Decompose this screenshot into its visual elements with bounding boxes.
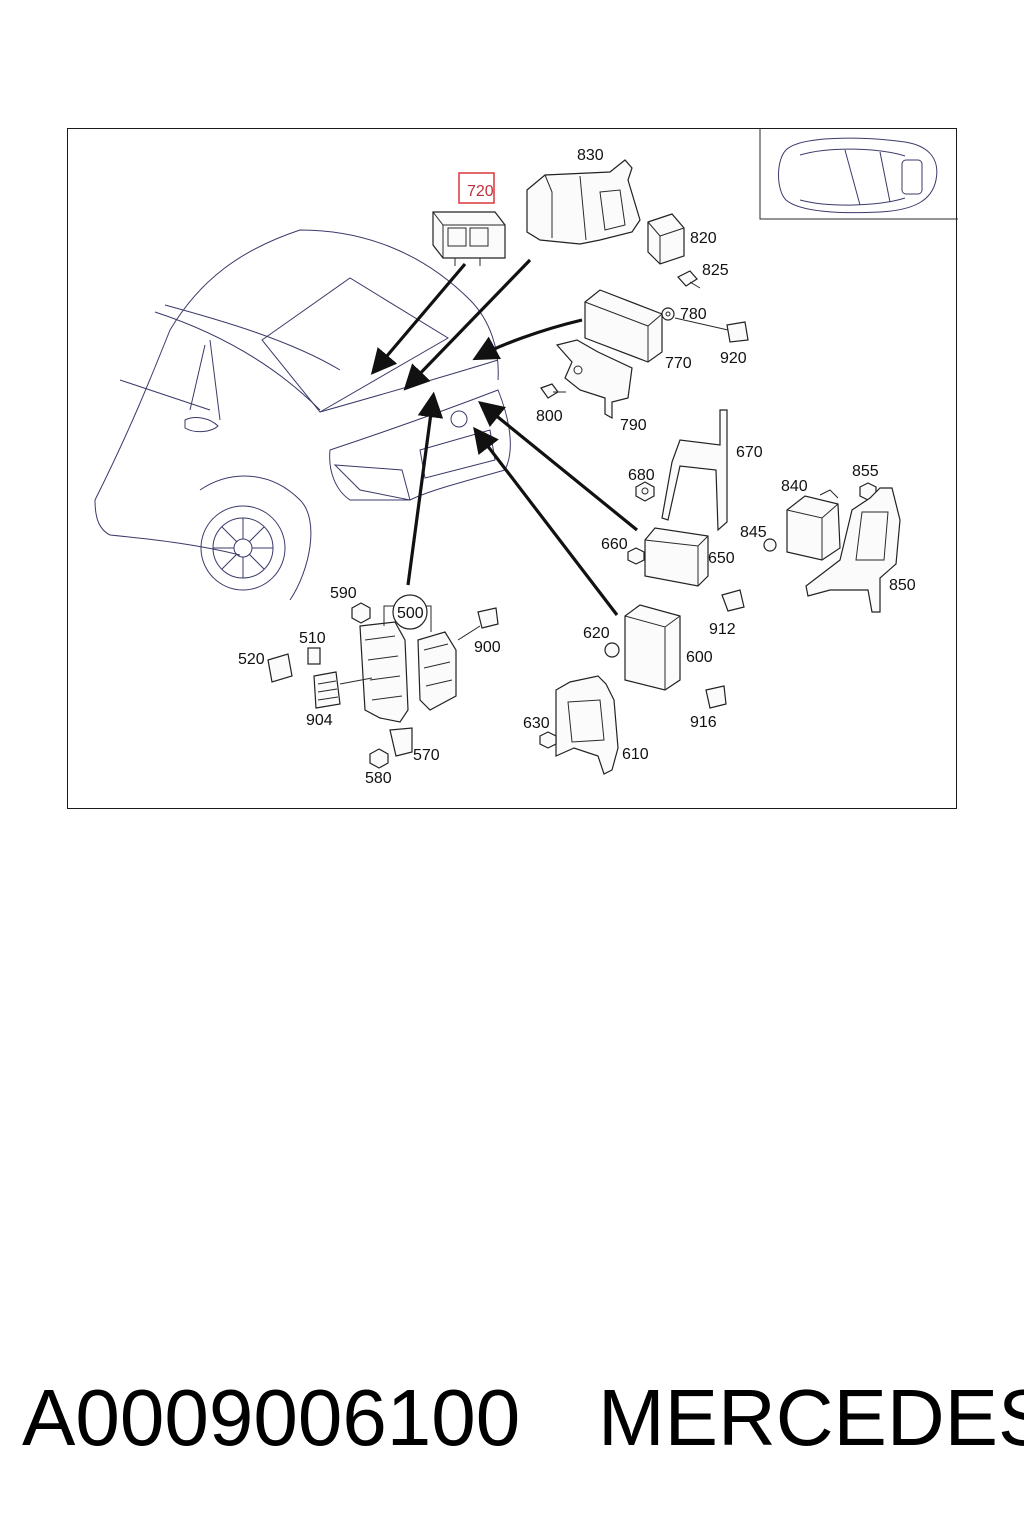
part-number: A0009006100 (22, 1373, 521, 1462)
label-670[interactable]: 670 (736, 444, 763, 461)
label-680[interactable]: 680 (628, 467, 655, 484)
car-rear-outline (94, 229, 511, 601)
label-904[interactable]: 904 (306, 712, 333, 729)
label-660[interactable]: 660 (601, 536, 628, 553)
part-610-bracket[interactable] (555, 675, 619, 775)
part-840-module[interactable] (786, 489, 841, 561)
part-800-bolt[interactable] (540, 383, 566, 399)
label-916[interactable]: 916 (690, 714, 717, 731)
label-845[interactable]: 845 (740, 524, 767, 541)
part-570-bracket[interactable] (389, 727, 413, 757)
label-780[interactable]: 780 (680, 306, 707, 323)
part-620-washer[interactable] (604, 642, 620, 658)
part-650-module[interactable] (644, 527, 709, 587)
label-770[interactable]: 770 (665, 355, 692, 372)
label-825[interactable]: 825 (702, 262, 729, 279)
part-520-relay[interactable] (267, 653, 293, 683)
part-720-module[interactable] (432, 211, 506, 266)
part-630-nut[interactable] (539, 731, 557, 749)
label-912[interactable]: 912 (709, 621, 736, 638)
part-590-nut[interactable] (351, 602, 371, 624)
part-845-washer[interactable] (763, 538, 777, 552)
part-830-bracket[interactable] (526, 159, 641, 245)
pointer-arrows (370, 258, 639, 616)
part-900-connector[interactable] (457, 607, 499, 641)
callout-labels: 720 830 820 825 780 920 770 800 790 670 … (238, 147, 916, 787)
label-790[interactable]: 790 (620, 417, 647, 434)
label-840[interactable]: 840 (781, 478, 808, 495)
label-520[interactable]: 520 (238, 651, 265, 668)
label-830[interactable]: 830 (577, 147, 604, 164)
part-916-connector[interactable] (705, 685, 727, 709)
label-570[interactable]: 570 (413, 747, 440, 764)
part-780-washer[interactable] (661, 307, 675, 321)
label-580[interactable]: 580 (365, 770, 392, 787)
diagram-frame (67, 128, 957, 809)
car-thumbnail (759, 128, 958, 220)
part-500-fusebox[interactable] (359, 594, 457, 723)
label-510[interactable]: 510 (299, 630, 326, 647)
part-912-connector[interactable] (721, 589, 745, 612)
part-580-nut[interactable] (369, 748, 389, 769)
part-904-connector[interactable] (313, 671, 373, 709)
label-855[interactable]: 855 (852, 463, 879, 480)
label-900[interactable]: 900 (474, 639, 501, 656)
label-590[interactable]: 590 (330, 585, 357, 602)
part-850-bracket[interactable] (805, 487, 901, 613)
part-660-washer[interactable] (627, 547, 645, 565)
part-770-module[interactable] (584, 289, 663, 363)
part-820-module[interactable] (647, 213, 685, 265)
label-630[interactable]: 630 (523, 715, 550, 732)
part-600-module[interactable] (624, 604, 681, 691)
label-600[interactable]: 600 (686, 649, 713, 666)
label-610[interactable]: 610 (622, 746, 649, 763)
label-620[interactable]: 620 (583, 625, 610, 642)
part-670-bracket[interactable] (661, 409, 728, 532)
label-820[interactable]: 820 (690, 230, 717, 247)
label-650[interactable]: 650 (708, 550, 735, 567)
part-510-relay[interactable] (307, 647, 321, 665)
label-500[interactable]: 500 (397, 605, 424, 622)
label-920[interactable]: 920 (720, 350, 747, 367)
highlight-box (458, 172, 495, 204)
part-790-bracket[interactable] (555, 339, 633, 420)
brand-name: MERCEDES (598, 1373, 1024, 1462)
label-800[interactable]: 800 (536, 408, 563, 425)
label-850[interactable]: 850 (889, 577, 916, 594)
part-825-bolt[interactable] (677, 270, 701, 289)
part-920-connector[interactable] (674, 317, 749, 343)
part-680-nut[interactable] (635, 481, 655, 502)
label-720[interactable]: 720 (467, 183, 494, 200)
